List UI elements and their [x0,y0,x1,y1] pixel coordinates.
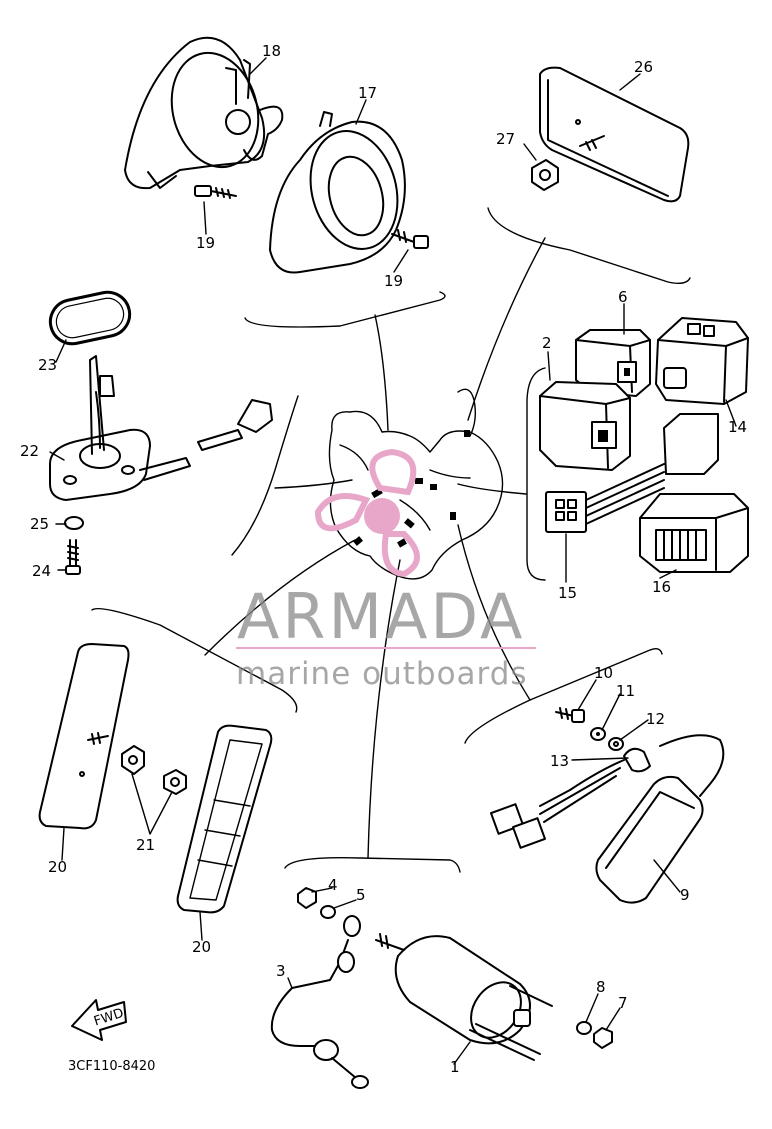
horn-18 [124,36,284,190]
plate-26 [539,66,690,203]
gasket-23 [48,290,132,346]
watermark-brand: ARMADA [237,580,525,653]
callout-leaders [49,57,737,1065]
callout-labels: 18 17 19 19 26 27 6 2 14 15 16 23 22 25 … [20,42,747,1076]
callout-1: 1 [450,1058,460,1076]
starter-relay-1 [375,933,553,1061]
callout-19b: 19 [384,272,403,290]
callout-27: 27 [496,130,515,148]
washer-12 [608,737,624,751]
callout-2: 2 [542,334,552,352]
callout-25: 25 [30,515,49,533]
nut-4 [297,887,317,909]
washer-11 [590,727,606,741]
reflector-20b [176,724,273,914]
relay-2 [539,381,631,471]
callout-17: 17 [358,84,377,102]
callout-13: 13 [550,752,569,770]
armada-logo-icon [314,448,420,578]
callout-4: 4 [328,876,338,894]
fwd-arrow-icon: FWD [71,999,127,1041]
callout-5: 5 [356,886,366,904]
callout-22: 22 [20,442,39,460]
bolt-19a [194,185,237,199]
nut-27 [531,159,559,191]
callout-12: 12 [646,710,665,728]
bolt-10 [555,707,585,723]
callout-18: 18 [262,42,281,60]
diagram-code: 3CF110-8420 [68,1059,155,1074]
callout-3: 3 [276,962,286,980]
callout-10: 10 [594,664,613,682]
callout-16: 16 [652,578,671,596]
callout-8: 8 [596,978,606,996]
washer-5 [320,905,336,919]
engine-connectors [353,430,470,548]
horn-17 [269,111,406,274]
lead-3 [270,915,369,1089]
callout-15: 15 [558,584,577,602]
callout-21: 21 [136,836,155,854]
callout-20b: 20 [192,938,211,956]
relay-6 [575,329,651,397]
engine-outline [328,388,504,580]
callout-24: 24 [32,562,51,580]
callout-14: 14 [728,418,747,436]
callout-26: 26 [634,58,653,76]
bolt-19b [391,229,429,249]
callout-20a: 20 [48,858,67,876]
callout-9: 9 [680,886,690,904]
regulator-9 [490,734,725,904]
sender-22 [49,355,273,501]
nuts-21 [121,745,187,795]
leader-lines [204,237,546,859]
grommet-25 [64,516,84,530]
screw-24 [65,539,81,575]
watermark-tagline: marine outboards [236,656,528,692]
connector-16 [639,493,749,573]
reflector-20a [38,643,130,830]
callout-23: 23 [38,356,57,374]
callout-11: 11 [616,682,635,700]
clamp-13 [623,747,651,773]
callout-19a: 19 [196,234,215,252]
connector-15 [545,413,719,533]
callout-7: 7 [618,994,628,1012]
callout-6: 6 [618,288,628,306]
washer-8 [576,1021,592,1035]
nut-7 [593,1027,613,1049]
unit-14 [655,317,749,405]
